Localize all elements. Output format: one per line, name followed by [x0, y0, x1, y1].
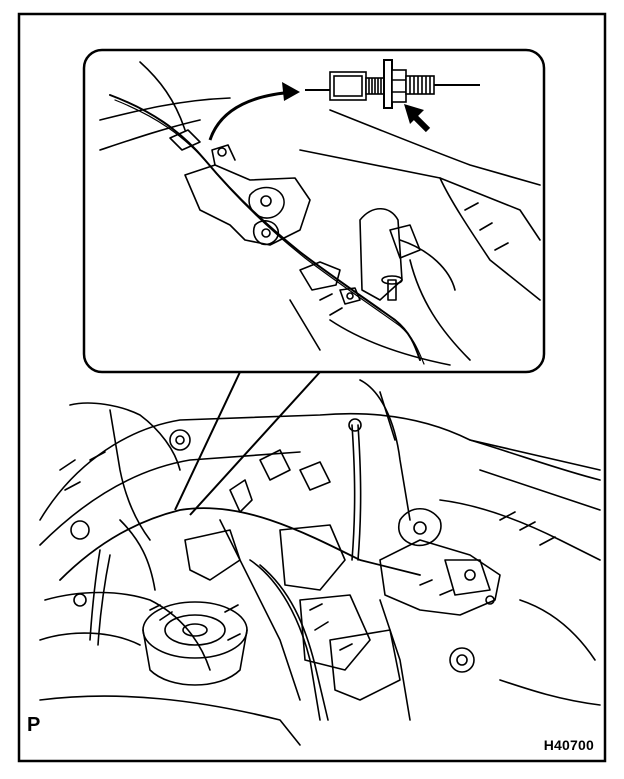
- transfer-arrow: [208, 90, 296, 141]
- callout-box: [82, 48, 546, 374]
- locknut-pointer-arrow: [404, 104, 431, 133]
- callout-detail: [82, 48, 546, 516]
- outer-border: [17, 12, 607, 763]
- engine-bay-view: [39, 379, 601, 746]
- figure-corner-label: P: [27, 714, 41, 736]
- transfer-arrowhead: [282, 82, 300, 101]
- figure-code-label: H40700: [543, 737, 594, 753]
- cable-fitting-inset: [305, 59, 480, 109]
